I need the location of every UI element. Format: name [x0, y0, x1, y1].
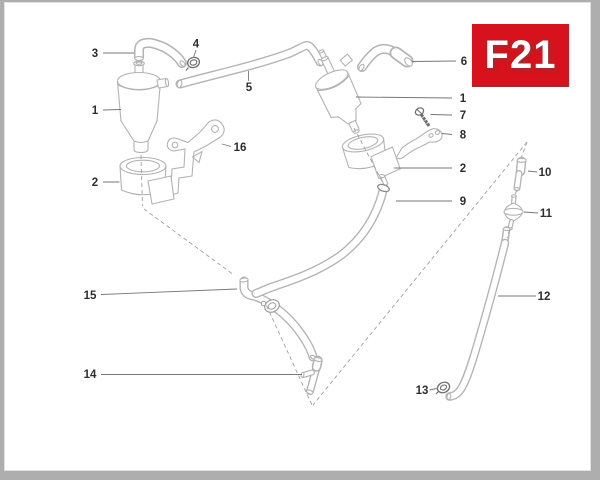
callout-15: 15 [84, 290, 97, 302]
exploded-parts-drawing: 3 4 5 1 16 2 6 1 7 8 2 9 10 11 12 13 15 … [84, 37, 553, 406]
callout-12: 12 [538, 291, 551, 303]
page-code-text: F21 [484, 33, 557, 77]
part-hose-6 [357, 43, 414, 72]
part-valve-11 [503, 194, 524, 231]
part-hose-9 [251, 173, 390, 298]
callout-16: 16 [234, 142, 247, 154]
part-pipe-15 [239, 276, 318, 362]
part-hose-12 [445, 226, 511, 401]
assembly-dashed-lines [140, 127, 528, 406]
callout-3: 3 [92, 48, 98, 60]
callout-14: 14 [84, 369, 97, 381]
diagram-page: 3 4 5 1 16 2 6 1 7 8 2 9 10 11 12 13 15 … [4, 2, 591, 471]
part-bracket-16 [163, 119, 225, 198]
callout-8: 8 [460, 130, 467, 142]
callout-leader-lines [100, 49, 539, 391]
part-clamp-2-right [341, 133, 401, 180]
callout-10: 10 [539, 167, 552, 179]
callout-5: 5 [246, 82, 253, 94]
page-code-badge: F21 [472, 24, 569, 87]
callout-11: 11 [540, 208, 553, 220]
part-hose-3 [134, 37, 187, 68]
callout-1-right: 1 [460, 93, 467, 105]
part-fuel-filter-1-left [116, 60, 170, 154]
part-clamp-4 [185, 56, 201, 71]
callout-4: 4 [193, 39, 200, 51]
part-clamp-2-left [119, 156, 175, 205]
part-junction-clamp [260, 299, 280, 313]
callout-9: 9 [460, 196, 466, 208]
part-hose-5 [175, 41, 325, 89]
part-sleeve-10 [513, 156, 527, 192]
part-bracket-8 [395, 128, 443, 160]
part-clamp-13 [435, 381, 451, 395]
callout-numbers: 3 4 5 1 16 2 6 1 7 8 2 9 10 11 12 13 15 … [84, 39, 553, 398]
callout-2-left: 2 [92, 177, 98, 189]
part-pipe-14 [300, 355, 323, 395]
callout-6: 6 [461, 56, 467, 68]
callout-7: 7 [460, 110, 466, 122]
callout-13: 13 [416, 385, 429, 397]
callout-2-right: 2 [460, 163, 466, 175]
callout-1-left: 1 [92, 105, 99, 117]
part-screw-7 [414, 107, 431, 127]
part-fuel-filter-1-right [315, 49, 362, 134]
